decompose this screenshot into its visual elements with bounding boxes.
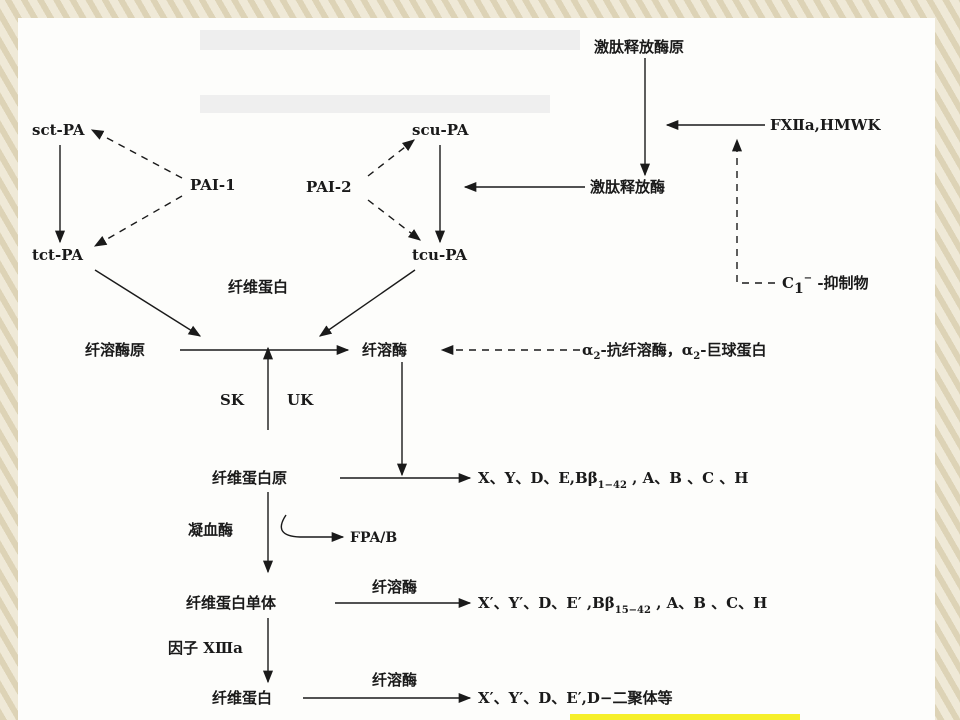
node-scu-pa: scu-PA <box>412 121 469 139</box>
node-fibrin: 纤维蛋白 <box>212 689 272 707</box>
arrow-tct-to-plasmin <box>94 269 202 337</box>
dashed-arrow-pai2-scu <box>367 139 415 177</box>
node-fxiia-hmwk: FXⅡa,HMWK <box>770 116 881 134</box>
node-pai-1: PAI-1 <box>190 176 236 194</box>
node-plasmin: 纤溶酶 <box>362 341 407 359</box>
arrow-tcu-to-plasmin <box>318 269 416 337</box>
node-fibrinogen: 纤维蛋白原 <box>212 469 287 487</box>
dashed-arrow-pai1-tct <box>93 195 183 247</box>
label-sk: SK <box>220 391 245 409</box>
faded-background-text <box>200 30 580 50</box>
node-c1-inhibitor: C1− -抑制物 <box>782 273 869 297</box>
label-uk: UK <box>287 391 314 409</box>
node-antiplasmin: α2-抗纤溶酶，α2-巨球蛋白 <box>582 341 767 362</box>
node-sct-pa: sct-PA <box>32 121 85 139</box>
node-tct-pa: tct-PA <box>32 246 83 264</box>
products-fibrin: X′、Y′、D、E′,D−二聚体等 <box>478 689 672 707</box>
label-plasmin-1: 纤溶酶 <box>372 578 417 596</box>
slide-panel <box>18 18 935 720</box>
dashed-arrow-pai2-tcu <box>367 199 421 241</box>
label-factor-xiiia: 因子 ⅩⅢa <box>168 639 243 657</box>
node-kallikreinogen: 激肽释放酶原 <box>594 38 684 56</box>
label-fibrin-cofactor: 纤维蛋白 <box>228 278 288 296</box>
products-fibrin-monomer: X′、Y′、D、E′ ,Bβ15−42 , A、B 、C、H <box>478 594 767 616</box>
dashed-arrow-pai1-sct <box>90 129 183 179</box>
label-plasmin-2: 纤溶酶 <box>372 671 417 689</box>
faded-background-text <box>200 95 550 113</box>
node-plasminogen: 纤溶酶原 <box>85 341 145 359</box>
node-kallikrein: 激肽释放酶 <box>590 178 665 196</box>
dashed-arrow-c1-inhibitor <box>731 138 775 284</box>
label-thrombin: 凝血酶 <box>188 521 233 539</box>
node-tcu-pa: tcu-PA <box>412 246 467 264</box>
label-fpa-b: FPA/B <box>350 530 397 546</box>
yellow-accent-bar <box>570 714 800 720</box>
node-pai-2: PAI-2 <box>306 178 352 196</box>
products-fibrinogen: X、Y、D、E,Bβ1−42 , A、B 、C 、H <box>478 469 748 491</box>
arrow-fpa-release <box>280 514 345 543</box>
node-fibrin-monomer: 纤维蛋白单体 <box>186 594 277 612</box>
